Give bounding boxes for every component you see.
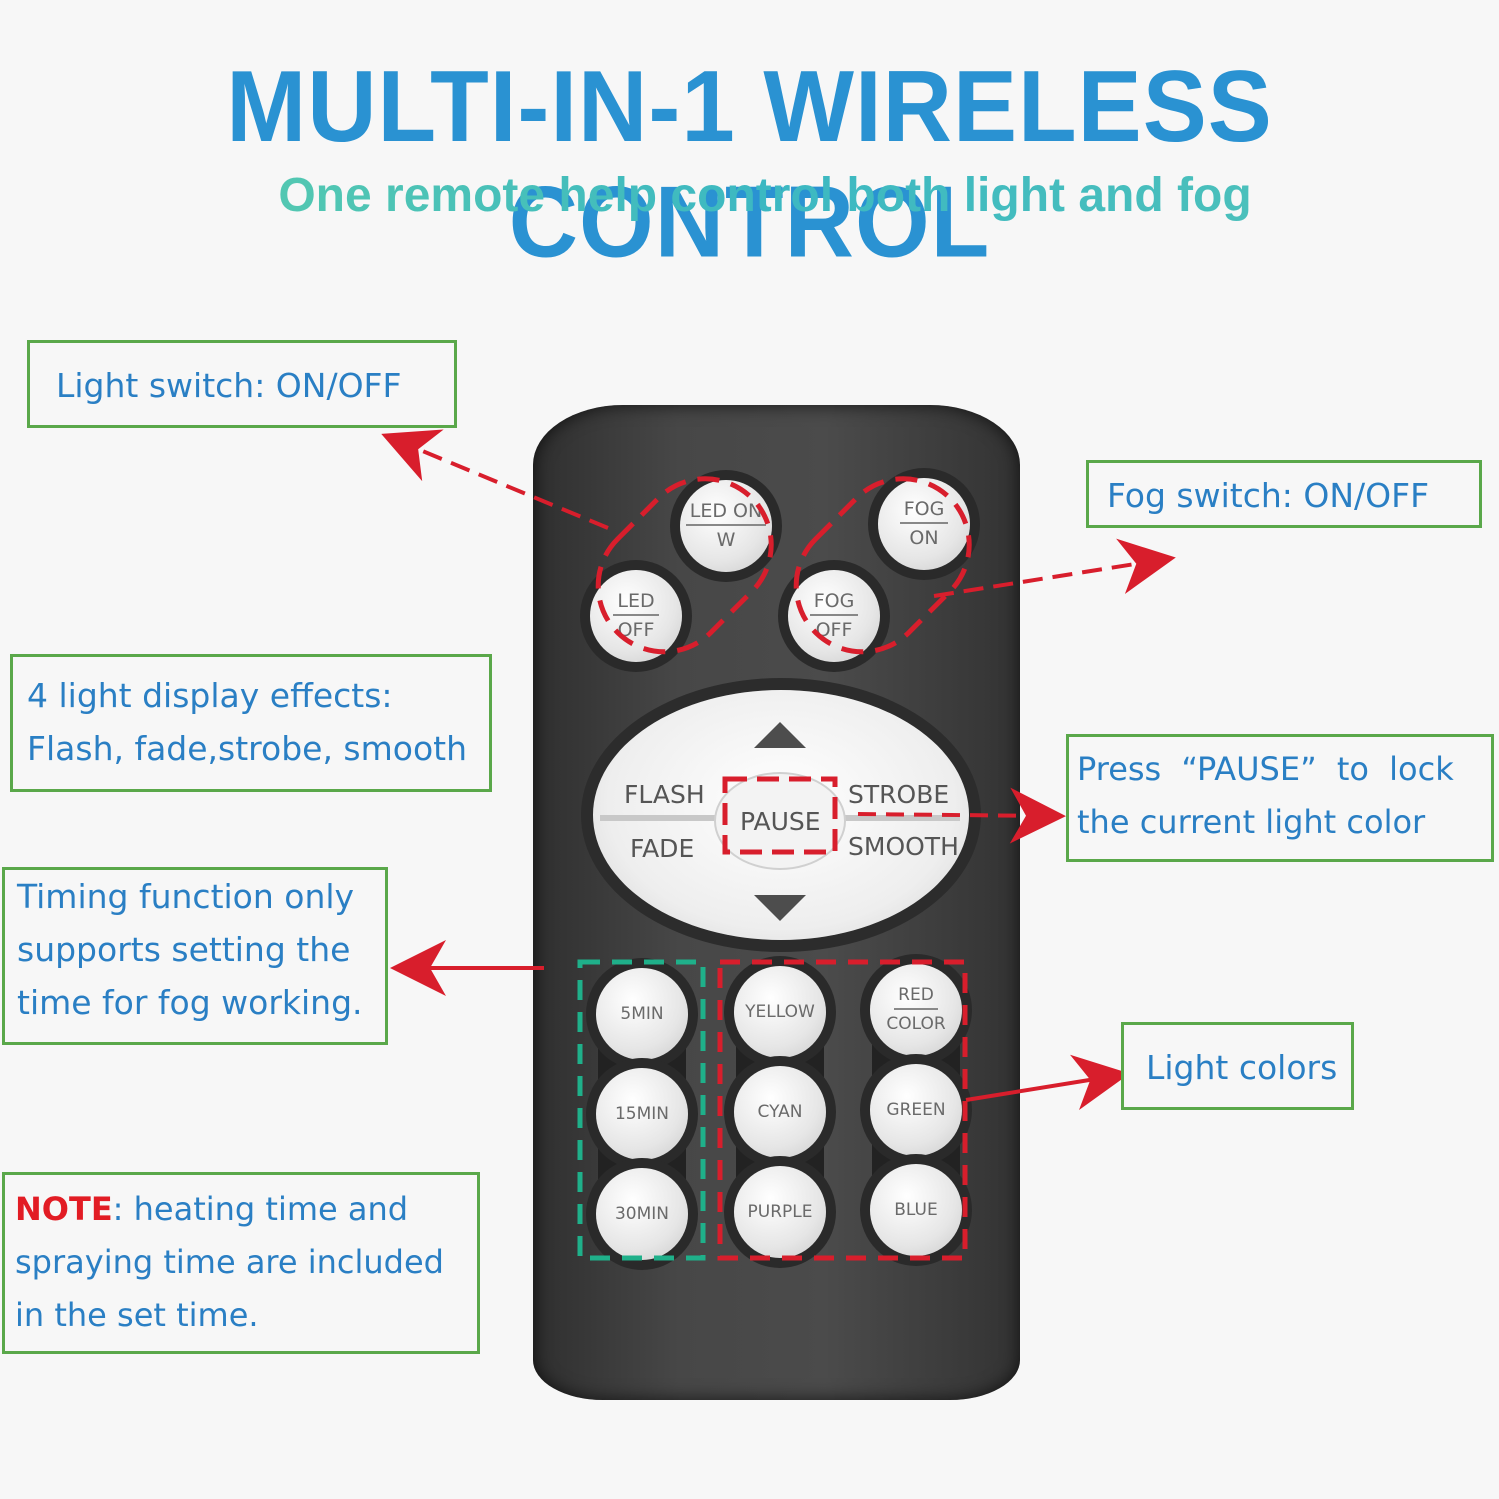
red-color-button[interactable]: RED COLOR	[870, 964, 962, 1056]
led-on-sub-label: W	[716, 529, 736, 551]
timer-15min-button[interactable]: 15MIN	[596, 1068, 688, 1160]
led-highlight	[595, 476, 774, 655]
yellow-label: YELLOW	[745, 1002, 815, 1022]
fog-off-label: FOG	[809, 588, 859, 616]
timer-5min-button[interactable]: 5MIN	[596, 968, 688, 1060]
led-off-button[interactable]: LED OFF	[590, 570, 682, 662]
fog-off-sub-label: OFF	[815, 619, 853, 641]
strobe-button[interactable]: STROBE	[848, 780, 950, 809]
fog-switch-text: Fog switch: ON/OFF	[1107, 476, 1430, 515]
pause-button[interactable]: PAUSE	[740, 807, 821, 836]
light-switch-arrow	[381, 429, 609, 530]
pause-arrow	[857, 787, 1066, 844]
page-subtitle: One remote help control both light and f…	[0, 168, 1499, 223]
smooth-button[interactable]: SMOOTH	[848, 832, 959, 861]
arrow-up-icon[interactable]	[754, 722, 806, 748]
fog-on-sub-label: ON	[909, 527, 939, 549]
effects-callout: 4 light display effects: Flash, fade,str…	[10, 654, 492, 792]
light-switch-text: Light switch: ON/OFF	[56, 366, 402, 405]
red-color-sub-label: COLOR	[886, 1014, 946, 1034]
led-off-label: LED	[613, 588, 659, 616]
fog-highlight	[793, 476, 972, 655]
arrow-down-icon[interactable]	[754, 895, 806, 921]
cyan-label: CYAN	[757, 1102, 803, 1122]
fog-switch-arrow	[933, 538, 1176, 598]
green-button[interactable]: GREEN	[870, 1064, 962, 1156]
note-label: NOTE	[15, 1190, 113, 1228]
purple-button[interactable]: PURPLE	[734, 1166, 826, 1258]
pause-highlight	[722, 776, 838, 855]
blue-button[interactable]: BLUE	[870, 1164, 962, 1256]
timing-line2: supports setting the	[17, 930, 351, 969]
purple-label: PURPLE	[747, 1202, 813, 1222]
pause-callout: Press “PAUSE” to lock the current light …	[1066, 734, 1494, 862]
color-highlight	[717, 959, 968, 1261]
fog-on-button[interactable]: FOG ON	[878, 478, 970, 570]
light-colors-text: Light colors	[1146, 1048, 1338, 1087]
note-line1-row: NOTE: heating time and	[15, 1183, 467, 1236]
fog-on-label: FOG	[899, 496, 949, 524]
timing-callout: Timing function only supports setting th…	[2, 867, 388, 1045]
light-switch-callout: Light switch: ON/OFF	[27, 340, 457, 428]
blue-label: BLUE	[894, 1200, 938, 1220]
fog-switch-callout: Fog switch: ON/OFF	[1086, 460, 1482, 528]
pause-line2: the current light color	[1077, 803, 1426, 841]
effects-line1: 4 light display effects:	[27, 676, 393, 715]
light-colors-callout: Light colors	[1121, 1022, 1354, 1110]
note-callout: NOTE: heating time and spraying time are…	[2, 1172, 480, 1354]
effects-line2: Flash, fade,strobe, smooth	[27, 729, 468, 768]
timing-line1: Timing function only	[17, 877, 355, 916]
timer-15min-label: 15MIN	[614, 1104, 670, 1124]
note-line2: spraying time are included	[15, 1243, 444, 1281]
timer-30min-button[interactable]: 30MIN	[596, 1168, 688, 1260]
led-off-sub-label: OFF	[617, 619, 655, 641]
note-line1: : heating time and	[112, 1190, 409, 1228]
fade-button[interactable]: FADE	[630, 834, 695, 863]
timer-5min-label: 5MIN	[620, 1004, 664, 1024]
flash-button[interactable]: FLASH	[624, 780, 705, 809]
green-label: GREEN	[886, 1100, 946, 1120]
timer-30min-label: 30MIN	[614, 1204, 670, 1224]
led-on-label: LED ON	[685, 498, 767, 526]
pause-line1: Press “PAUSE” to lock	[1077, 750, 1454, 788]
cyan-button[interactable]: CYAN	[734, 1066, 826, 1158]
led-on-button[interactable]: LED ON W	[680, 480, 772, 572]
timing-line3: time for fog working.	[17, 983, 363, 1022]
yellow-button[interactable]: YELLOW	[734, 966, 826, 1058]
colors-arrow	[965, 1054, 1130, 1111]
note-line3: in the set time.	[15, 1296, 259, 1334]
red-color-label: RED	[894, 982, 938, 1010]
page-title: MULTI-IN-1 WIRELESS CONTROL	[226, 50, 1273, 279]
timer-highlight	[577, 959, 706, 1261]
